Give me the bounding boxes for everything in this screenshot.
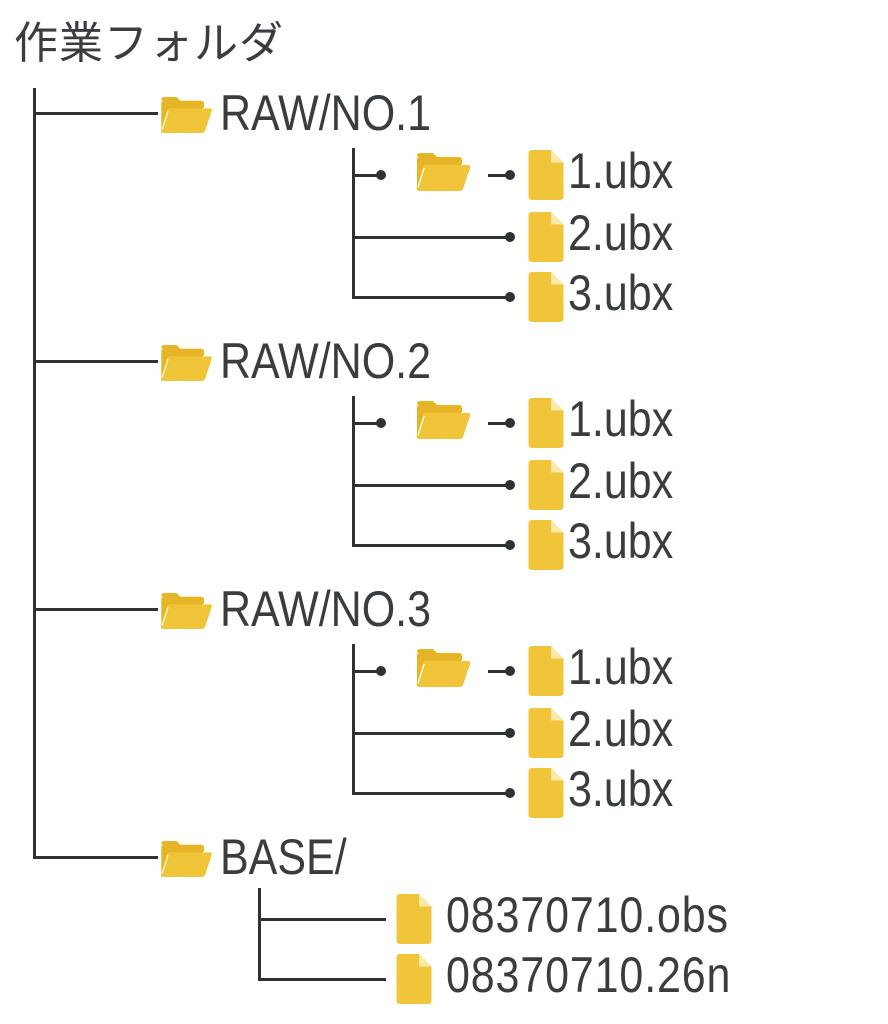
folder-label: RAW/NO.3 — [220, 581, 432, 637]
file-icon — [528, 708, 564, 758]
file-label: 08370710.obs — [446, 887, 729, 943]
connector-dot — [505, 292, 515, 302]
folder-label: RAW/NO.2 — [220, 333, 432, 389]
folder-open-icon — [416, 401, 471, 439]
connector-dot — [505, 480, 515, 490]
folder-open-icon — [416, 649, 471, 687]
file-label: 08370710.26n — [446, 947, 732, 1003]
connector-dot — [376, 170, 386, 180]
branch-line — [258, 918, 386, 921]
file-icon — [528, 768, 564, 818]
branch-line — [352, 422, 378, 425]
file-label: 3.ubx — [568, 761, 674, 817]
connector-dot — [505, 728, 515, 738]
branch-line — [352, 732, 512, 735]
root-folder-title: 作業フォルダ — [14, 18, 284, 69]
file-label: 3.ubx — [568, 513, 674, 569]
file-icon — [528, 520, 564, 570]
connector-dot — [505, 540, 515, 550]
connector-dot — [376, 666, 386, 676]
branch-line — [352, 792, 512, 795]
sub-trunk-line — [258, 888, 261, 980]
connector-dot — [505, 170, 515, 180]
connector-dot — [376, 418, 386, 428]
file-icon — [528, 272, 564, 322]
folder-open-icon — [161, 592, 212, 630]
branch-line — [33, 608, 158, 611]
sub-trunk-line — [352, 644, 355, 794]
connector-dot — [505, 418, 515, 428]
file-label: 1.ubx — [568, 391, 674, 447]
branch-line — [488, 670, 506, 673]
file-icon — [396, 954, 432, 1004]
connector-dot — [505, 232, 515, 242]
file-label: 1.ubx — [568, 639, 674, 695]
branch-line — [352, 296, 512, 299]
folder-open-icon — [161, 96, 212, 134]
branch-line — [488, 174, 506, 177]
branch-line — [352, 484, 512, 487]
branch-line — [33, 112, 158, 115]
file-icon — [528, 460, 564, 510]
branch-line — [352, 174, 378, 177]
connector-dot — [505, 788, 515, 798]
file-label: 2.ubx — [568, 205, 674, 261]
branch-line — [352, 544, 512, 547]
folder-label: RAW/NO.1 — [220, 85, 432, 141]
root-trunk-line — [33, 88, 36, 858]
file-icon — [528, 398, 564, 448]
file-icon — [528, 212, 564, 262]
branch-line — [258, 978, 386, 981]
folder-open-icon — [161, 344, 212, 382]
branch-line — [352, 236, 512, 239]
file-icon — [528, 646, 564, 696]
branch-line — [352, 670, 378, 673]
branch-line — [488, 422, 506, 425]
file-icon — [528, 150, 564, 200]
file-icon — [396, 894, 432, 944]
file-label: 2.ubx — [568, 701, 674, 757]
folder-open-icon — [416, 153, 471, 191]
folder-label: BASE/ — [220, 829, 347, 885]
file-label: 2.ubx — [568, 453, 674, 509]
file-label: 3.ubx — [568, 265, 674, 321]
connector-dot — [505, 666, 515, 676]
sub-trunk-line — [352, 396, 355, 546]
branch-line — [33, 856, 158, 859]
file-label: 1.ubx — [568, 143, 674, 199]
folder-open-icon — [161, 840, 212, 878]
sub-trunk-line — [352, 148, 355, 298]
branch-line — [33, 360, 158, 363]
